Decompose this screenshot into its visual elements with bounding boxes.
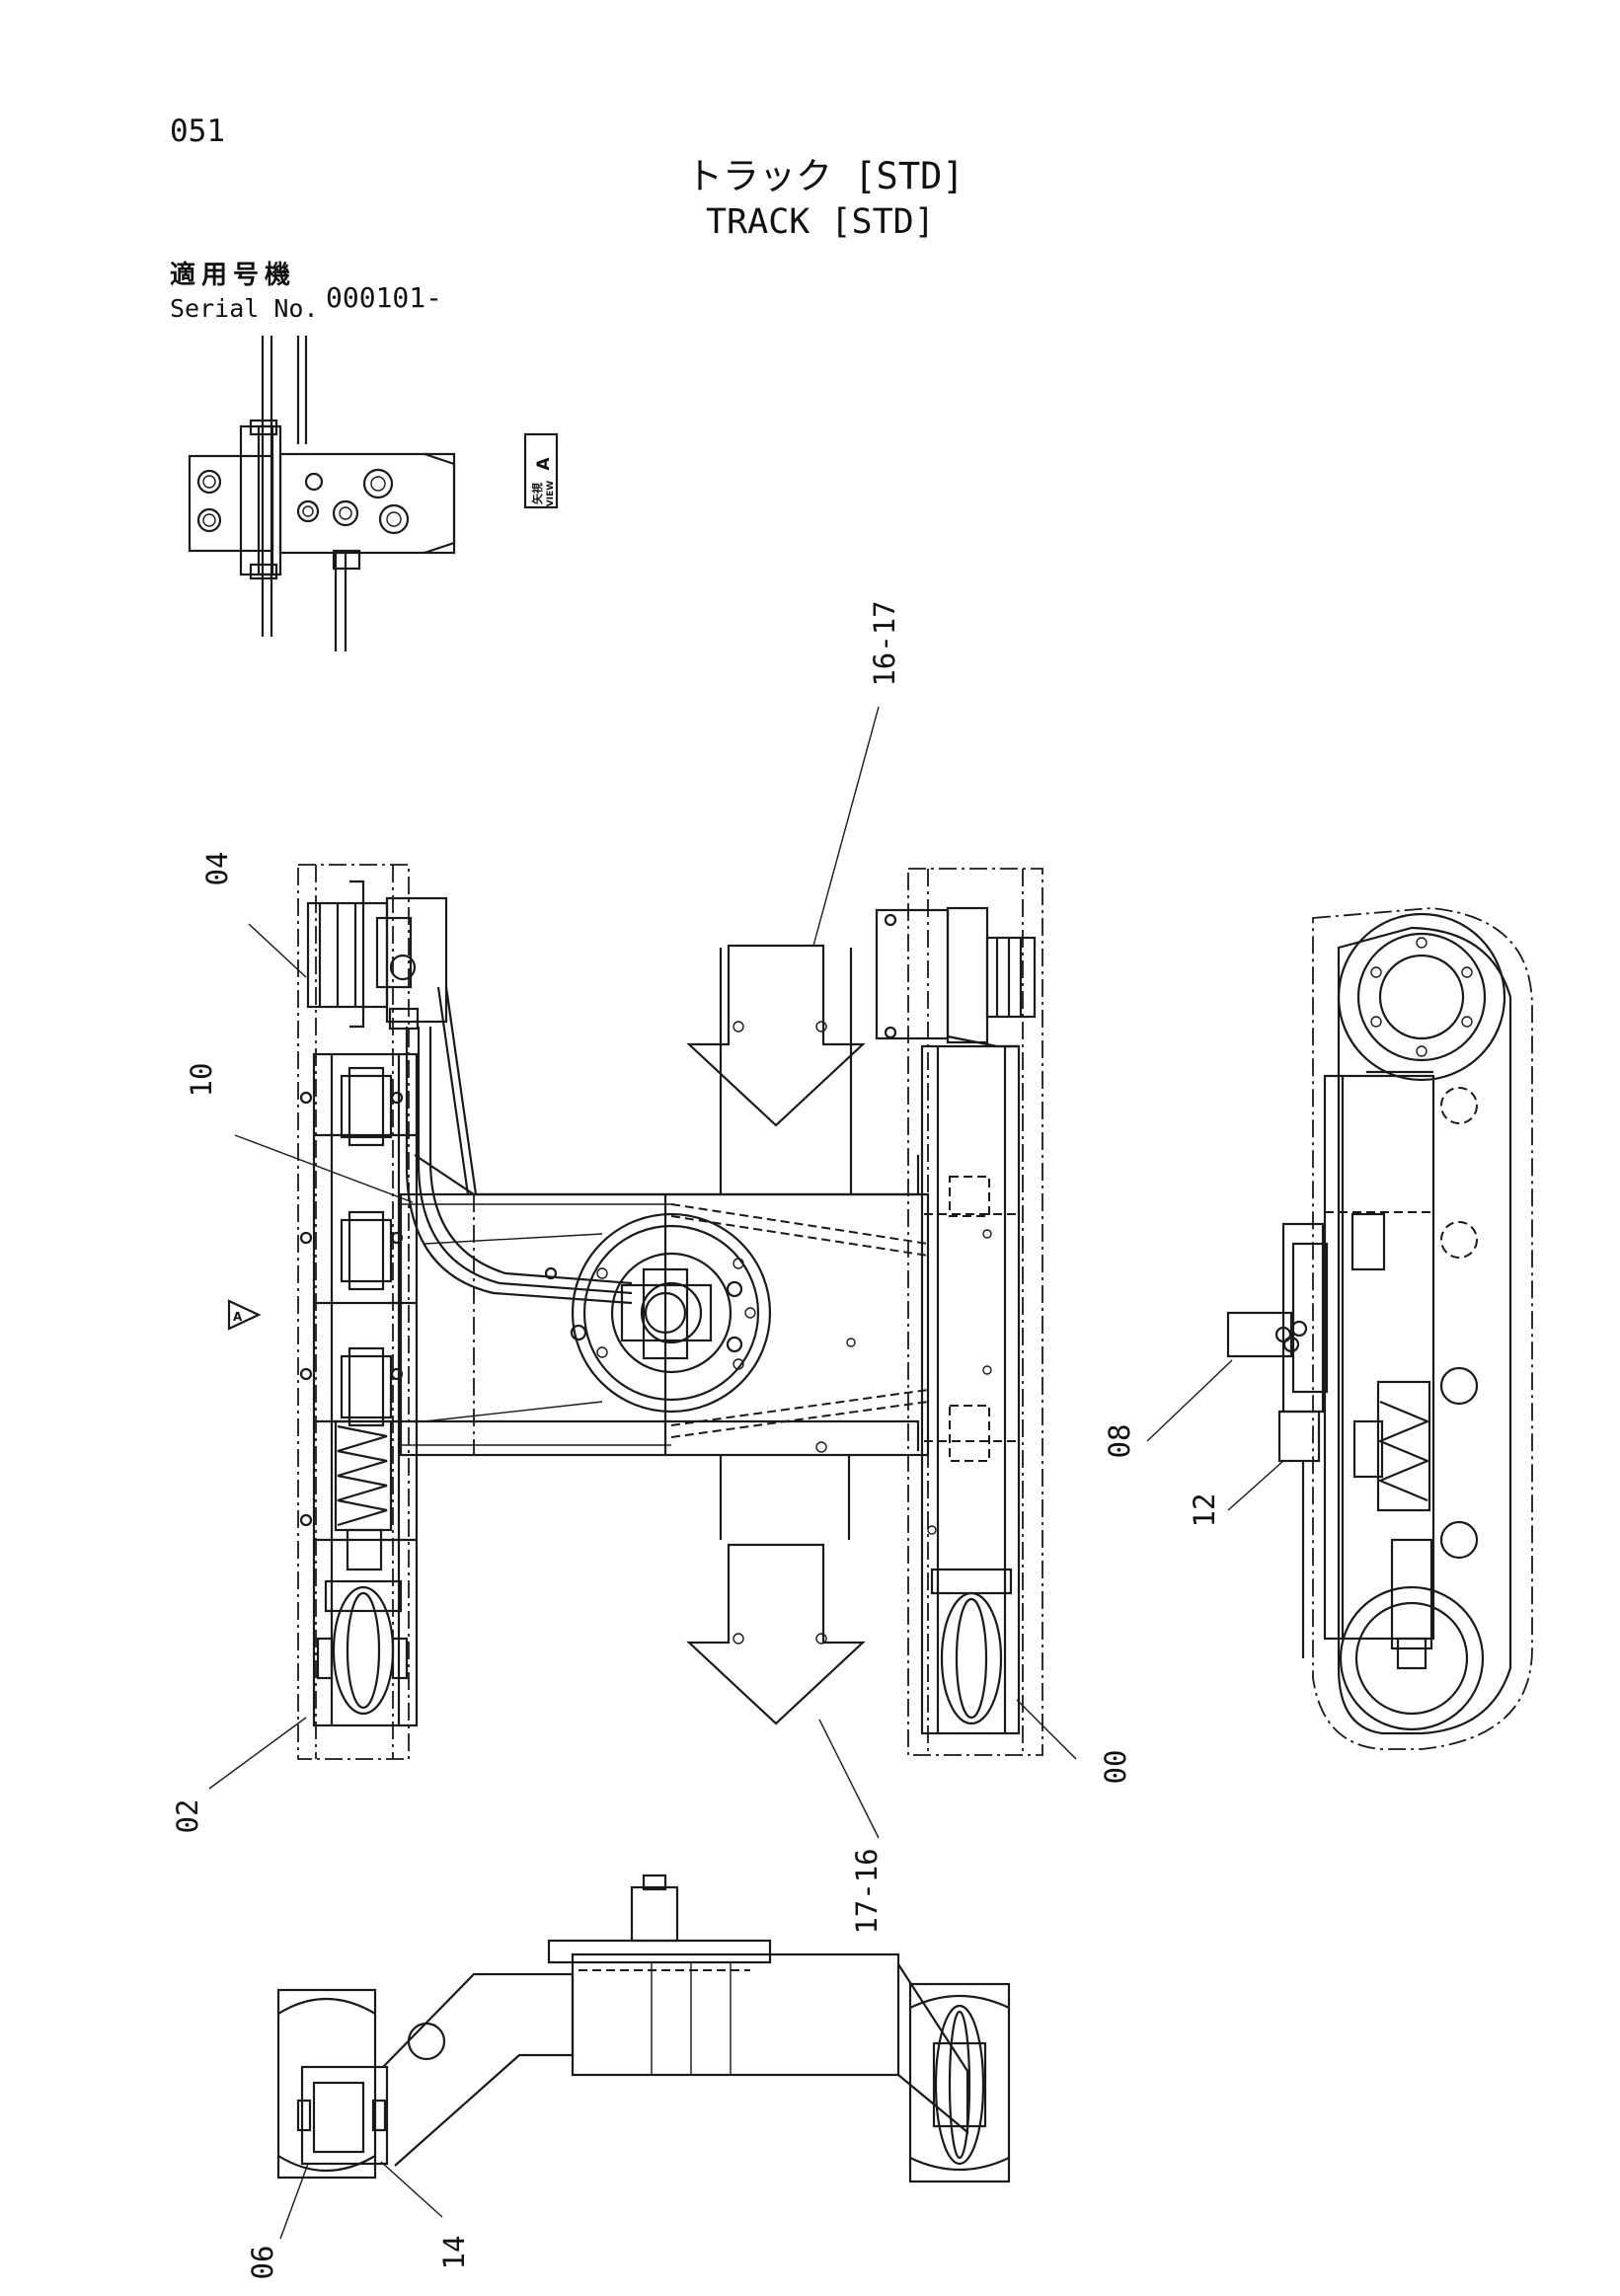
callout-08: 08	[1103, 1424, 1136, 1459]
page-number: 051	[170, 114, 225, 149]
view-a-detail	[188, 336, 456, 651]
callout-10: 10	[185, 1063, 218, 1098]
callout-leaders	[208, 706, 1284, 2240]
track-front-view	[276, 1874, 1011, 2183]
serial-label-english: Serial No.	[170, 294, 319, 323]
view-a-letter: A	[534, 457, 554, 471]
track-top-view	[297, 864, 1043, 1760]
title-japanese: トラック [STD]	[686, 155, 964, 197]
callout-17-16: 17-16	[850, 1848, 884, 1934]
callout-00: 00	[1099, 1750, 1132, 1785]
title-english: TRACK [STD]	[706, 202, 935, 242]
serial-number-value: 000101-	[326, 281, 443, 314]
callout-04: 04	[200, 852, 234, 886]
view-a-caption: VIEW	[546, 481, 556, 506]
track-side-view	[1226, 907, 1533, 1750]
serial-label-japanese: 適用号機	[170, 261, 297, 290]
callout-02: 02	[171, 1799, 204, 1834]
callout-06: 06	[246, 2246, 279, 2280]
view-a-arrow: A	[227, 1299, 262, 1331]
callout-16-17: 16-17	[868, 600, 901, 686]
view-a-kanji: 矢視	[530, 483, 544, 504]
callout-12: 12	[1188, 1493, 1221, 1528]
callout-14: 14	[437, 2236, 471, 2270]
callout-labels: 04 10 16-17 08 12 02 00 17-16 06 14	[171, 600, 1221, 2279]
view-a-arrow-letter: A	[233, 1310, 243, 1324]
view-a-label-box: A 矢視 VIEW	[523, 432, 559, 509]
